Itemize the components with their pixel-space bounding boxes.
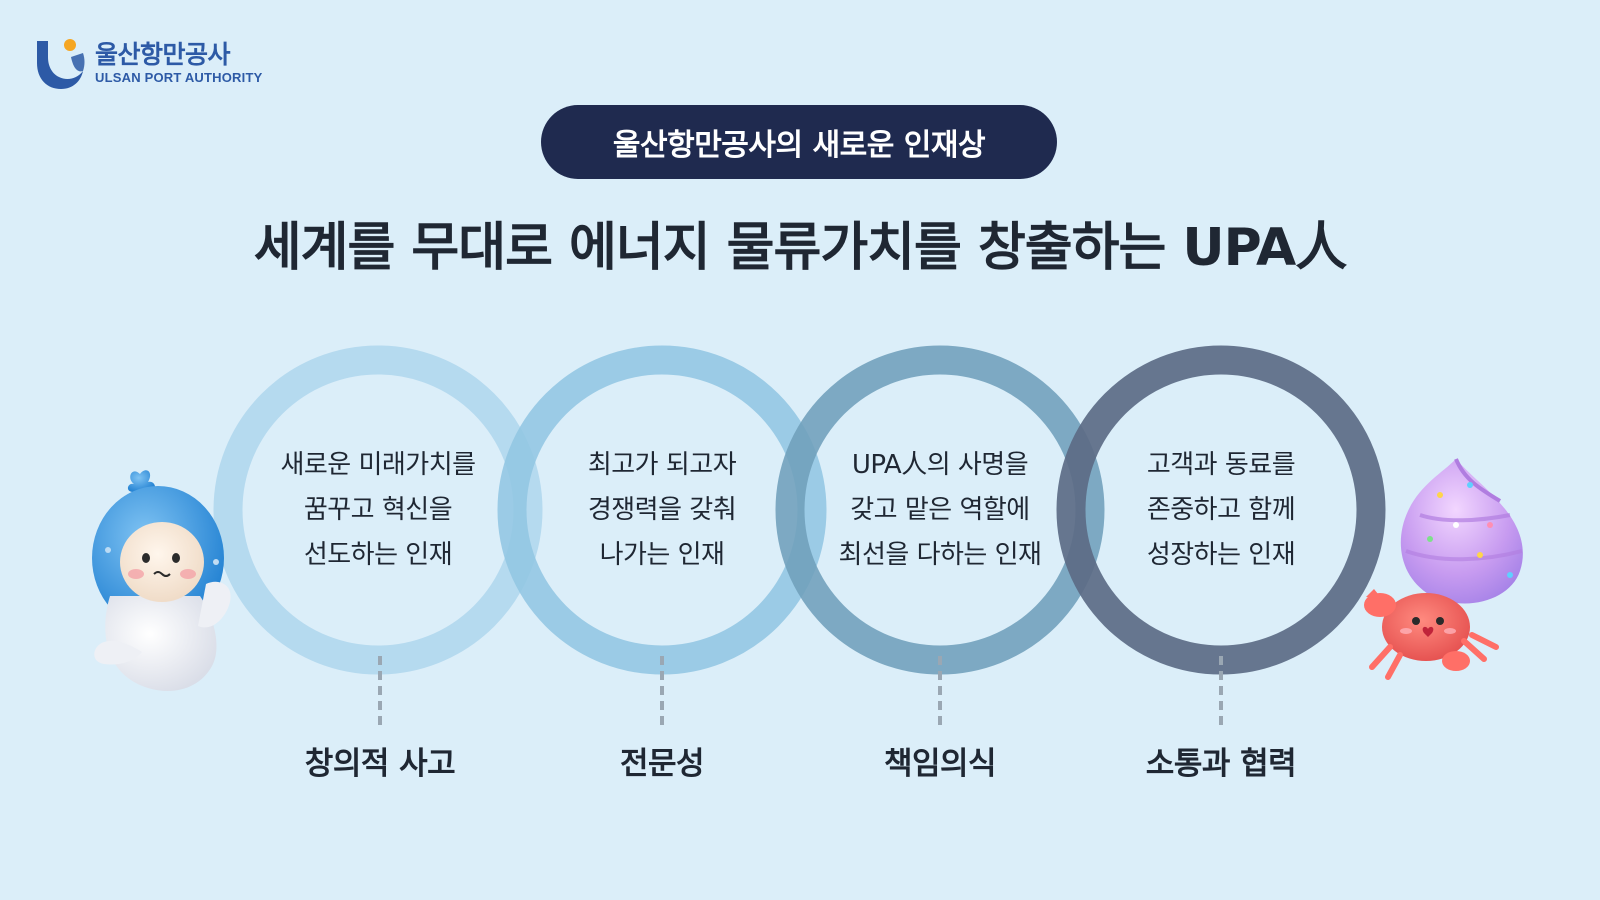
upa-logo-mark-icon	[33, 35, 89, 91]
value-label-expertise: 전문성	[619, 746, 705, 782]
logo-english-name: ULSAN PORT AUTHORITY	[95, 70, 263, 86]
value-label-responsibility: 책임의식	[883, 746, 997, 782]
value-label-creative: 창의적 사고	[304, 746, 456, 782]
talent-badge-label: 울산항만공사의 새로운 인재상	[612, 128, 986, 163]
value-description-responsibility: UPA人의 사명을 갖고 맡은 역할에 최선을 다하는 인재	[815, 443, 1065, 578]
description-line: 존중하고 함께	[1146, 495, 1296, 525]
description-line: 나가는 인재	[599, 540, 725, 570]
talent-badge: 울산항만공사의 새로운 인재상	[541, 105, 1057, 179]
value-description-expertise: 최고가 되고자 경쟁력을 갖춰 나가는 인재	[537, 443, 787, 578]
value-label-communication: 소통과 협력	[1145, 746, 1297, 782]
page-headline: 세계를 무대로 에너지 물류가치를 창출하는 UPA人	[253, 218, 1347, 278]
description-line: UPA人의 사명을	[851, 450, 1029, 480]
description-line: 갖고 맡은 역할에	[850, 495, 1030, 525]
description-line: 고객과 동료를	[1146, 450, 1296, 480]
description-line: 최선을 다하는 인재	[838, 540, 1042, 570]
description-line: 성장하는 인재	[1146, 540, 1296, 570]
description-line: 새로운 미래가치를	[280, 450, 476, 480]
value-description-communication: 고객과 동료를 존중하고 함께 성장하는 인재	[1096, 443, 1346, 578]
ulsan-port-authority-logo: 울산항만공사 ULSAN PORT AUTHORITY	[33, 33, 273, 93]
description-line: 최고가 되고자	[587, 450, 737, 480]
description-line: 경쟁력을 갖춰	[587, 495, 737, 525]
description-line: 꿈꾸고 혁신을	[303, 495, 453, 525]
logo-korean-name: 울산항만공사	[95, 39, 231, 69]
value-description-creative: 새로운 미래가치를 꿈꾸고 혁신을 선도하는 인재	[253, 443, 503, 578]
hermit-crab-mascot-icon	[1360, 455, 1540, 690]
whale-mascot-icon	[88, 466, 238, 706]
description-line: 선도하는 인재	[303, 540, 453, 570]
